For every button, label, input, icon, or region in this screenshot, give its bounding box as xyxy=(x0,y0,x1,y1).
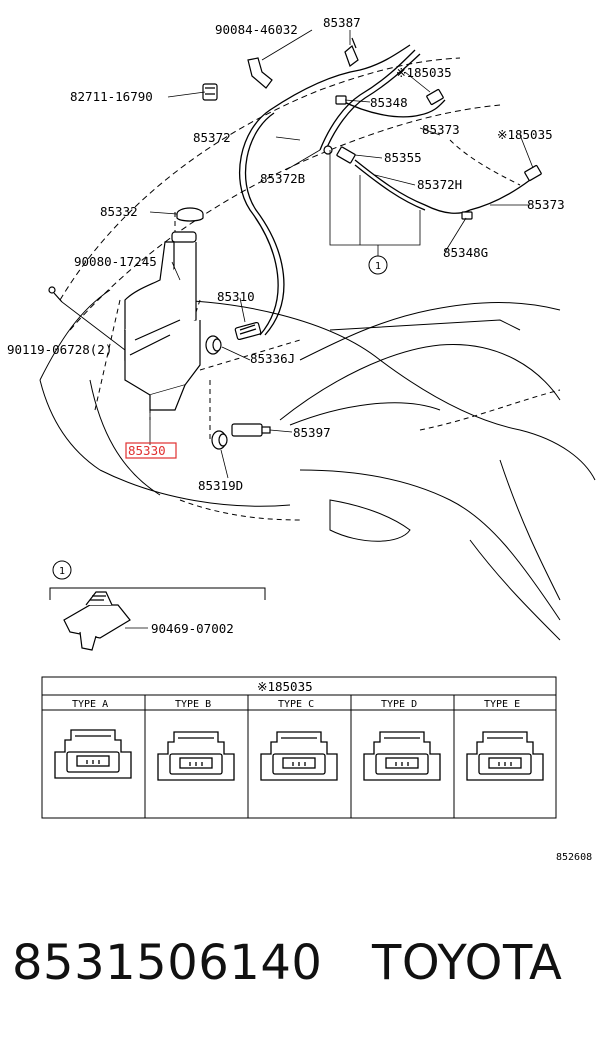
callout-85397: 85397 xyxy=(293,425,331,440)
callout-82711-16790: 82711-16790 xyxy=(70,89,153,104)
product-title: 8531506140 TOYOTA xyxy=(0,935,600,1015)
washer-pump-85397 xyxy=(231,423,271,437)
washer-pump-85310 xyxy=(234,321,262,341)
detail-clip-label: 90469-07002 xyxy=(151,621,234,636)
callout-85372B: 85372B xyxy=(260,171,305,186)
callout-85310: 85310 xyxy=(217,289,255,304)
callout-90084-46032: 90084-46032 xyxy=(215,22,298,37)
valve-85355 xyxy=(323,145,356,164)
callout-85319D: 85319D xyxy=(198,478,243,493)
leader-lines xyxy=(61,29,534,479)
highlight-box-85330 xyxy=(125,442,177,459)
brand-name: TOYOTA xyxy=(372,935,563,991)
connector-type-a-icon xyxy=(54,729,132,779)
clamp-82711-16790 xyxy=(202,83,218,101)
bolt-90119-06728 xyxy=(48,286,63,303)
joint-85348G xyxy=(461,211,473,220)
connector-type-table: ※185035 TYPE A TYPE B TYPE C TYPE D TYPE… xyxy=(41,676,557,819)
callout-85336J: 85336J xyxy=(250,351,295,366)
callout-85330-highlighted[interactable]: 85330 xyxy=(128,443,166,458)
connector-85035-right xyxy=(524,164,542,182)
callout-85332: 85332 xyxy=(100,204,138,219)
detail-inset: 1 90469-07002 xyxy=(49,560,266,651)
callout-85035-top: ※185035 xyxy=(396,65,452,80)
connector-type-c-icon xyxy=(260,731,338,781)
callout-90080-17245: 90080-17245 xyxy=(74,254,157,269)
callout-85372: 85372 xyxy=(193,130,231,145)
callout-85355: 85355 xyxy=(384,150,422,165)
connector-type-b-icon xyxy=(157,731,235,781)
callout-85348: 85348 xyxy=(370,95,408,110)
washer-hoses xyxy=(238,44,531,336)
type-a-header: TYPE A xyxy=(72,699,108,710)
part-number: 8531506140 xyxy=(12,935,323,991)
connector-type-e-icon xyxy=(466,731,544,781)
connector-85035-top xyxy=(426,88,444,106)
callout-85035-right: ※185035 xyxy=(497,127,553,142)
callout-90119-06728: 90119-06728(2) xyxy=(7,342,112,357)
connector-type-d-icon xyxy=(363,731,441,781)
grommet-85336J xyxy=(205,335,222,355)
joint-85348 xyxy=(335,95,347,105)
type-table-title: ※185035 xyxy=(257,679,313,694)
svg-text:1: 1 xyxy=(375,261,381,272)
callout-85387: 85387 xyxy=(323,15,361,30)
clip-icon xyxy=(63,591,131,651)
washer-tank xyxy=(124,231,201,411)
clip-90084-46032 xyxy=(247,57,273,89)
figure-code: 852608 xyxy=(556,852,592,860)
car-body-outline xyxy=(39,57,596,641)
callout-85348G: 85348G xyxy=(443,245,488,260)
callout-85373-right: 85373 xyxy=(527,197,565,212)
type-e-header: TYPE E xyxy=(484,699,520,710)
callout-85372H: 85372H xyxy=(417,177,462,192)
type-c-header: TYPE C xyxy=(278,699,314,710)
tank-cap-85332 xyxy=(176,207,204,222)
grommet-85319D xyxy=(211,430,228,450)
nozzle-85387 xyxy=(344,37,359,67)
circle-ref-1: 1 xyxy=(368,255,388,275)
callout-85373-top: 85373 xyxy=(422,122,460,137)
svg-text:1: 1 xyxy=(59,566,65,577)
type-b-header: TYPE B xyxy=(175,699,211,710)
type-d-header: TYPE D xyxy=(381,699,417,710)
parts-diagram: 90084-46032 85387 82711-16790 ※185035 85… xyxy=(7,15,596,860)
